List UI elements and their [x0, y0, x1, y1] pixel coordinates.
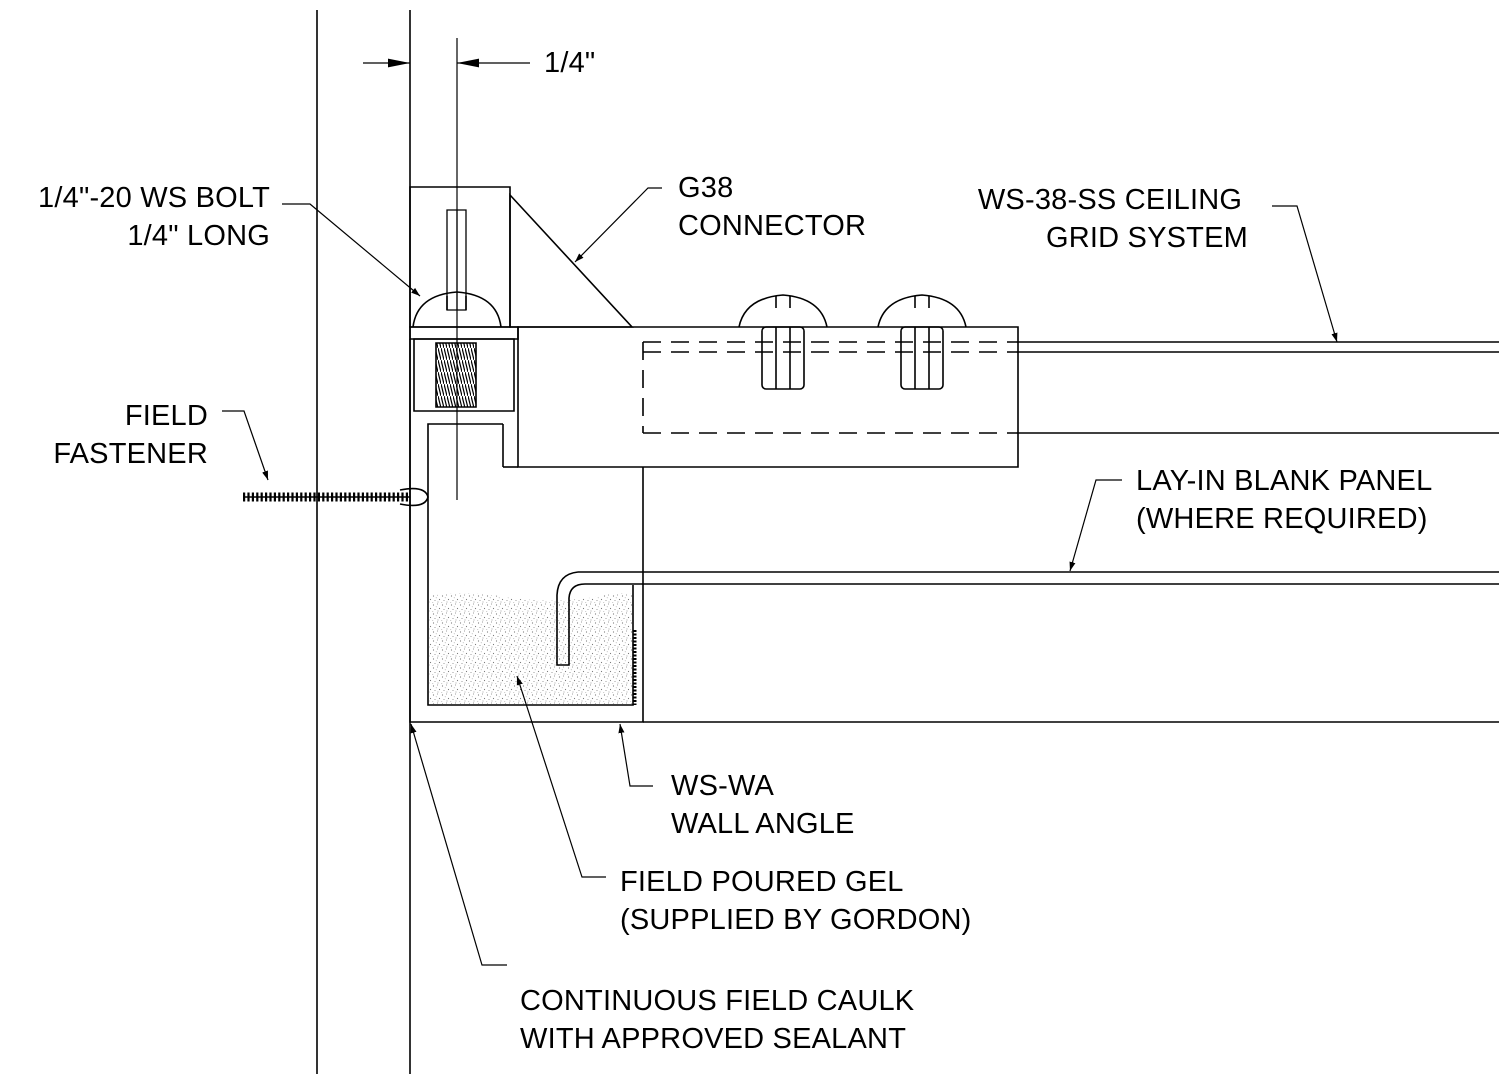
field-poured-gel	[429, 593, 632, 704]
connector-label-line2: CONNECTOR	[678, 210, 867, 242]
leader-connector	[575, 188, 662, 262]
g38-connector-gusset	[510, 195, 632, 327]
bolt-head	[413, 292, 501, 327]
wall-angle-outer	[410, 339, 643, 722]
grid-label-line1: WS-38-SS CEILING	[977, 184, 1243, 216]
dimension-text: 1/4"	[544, 47, 596, 79]
panel-label-line1: LAY-IN BLANK PANEL	[1136, 465, 1433, 497]
leader-gel	[517, 676, 606, 877]
threaded-insert	[436, 343, 476, 407]
leader-grid	[1272, 206, 1337, 342]
gel-label-line2: (SUPPLIED BY GORDON)	[620, 904, 972, 936]
leader-fastener	[222, 411, 268, 480]
leader-caulk	[411, 724, 507, 965]
fastener-label-line1: FIELD	[124, 400, 208, 432]
connector-base-plate	[410, 327, 518, 339]
lay-in-panel-hook	[557, 572, 633, 665]
grid-label: WS-38-SS CEILING GRID SYSTEM	[960, 181, 1260, 257]
grid-label-line2: GRID SYSTEM	[1046, 222, 1248, 254]
dimension-label: 1/4"	[544, 44, 595, 82]
grid-screw-2	[878, 295, 966, 389]
gel-label: FIELD POURED GEL (SUPPLIED BY GORDON)	[620, 863, 972, 939]
grid-screw-1	[739, 295, 827, 389]
wall-angle-label-line1: WS-WA	[671, 770, 775, 802]
caulk-label-line1: CONTINUOUS FIELD CAULK	[520, 985, 915, 1017]
panel-label-line2: (WHERE REQUIRED)	[1136, 503, 1428, 535]
leader-bolt	[282, 204, 420, 296]
caulk-label-line2: WITH APPROVED SEALANT	[520, 1023, 907, 1055]
fastener-label: FIELD FASTENER	[0, 397, 208, 473]
field-fastener	[243, 489, 428, 506]
hidden-lines	[643, 342, 1018, 433]
wall-angle-label-line2: WALL ANGLE	[671, 808, 855, 840]
g38-connector-block	[410, 187, 510, 327]
fastener-label-line2: FASTENER	[53, 438, 208, 470]
wall-angle-label: WS-WA WALL ANGLE	[671, 767, 855, 843]
caulk-label: CONTINUOUS FIELD CAULK WITH APPROVED SEA…	[520, 982, 914, 1058]
leader-panel	[1070, 480, 1122, 571]
bolt-label-line2: 1/4" LONG	[127, 220, 270, 252]
connector-label: G38 CONNECTOR	[678, 169, 866, 245]
connector-label-line1: G38	[678, 172, 734, 204]
panel-label: LAY-IN BLANK PANEL (WHERE REQUIRED)	[1136, 462, 1432, 538]
threaded-insert-housing	[414, 339, 514, 411]
wall-angle-inner	[428, 424, 633, 705]
bolt-label: 1/4"-20 WS BOLT 1/4" LONG	[0, 179, 270, 255]
gel-label-line1: FIELD POURED GEL	[620, 866, 904, 898]
bolt-label-line1: 1/4"-20 WS BOLT	[38, 182, 270, 214]
leader-wall-angle	[618, 724, 653, 786]
